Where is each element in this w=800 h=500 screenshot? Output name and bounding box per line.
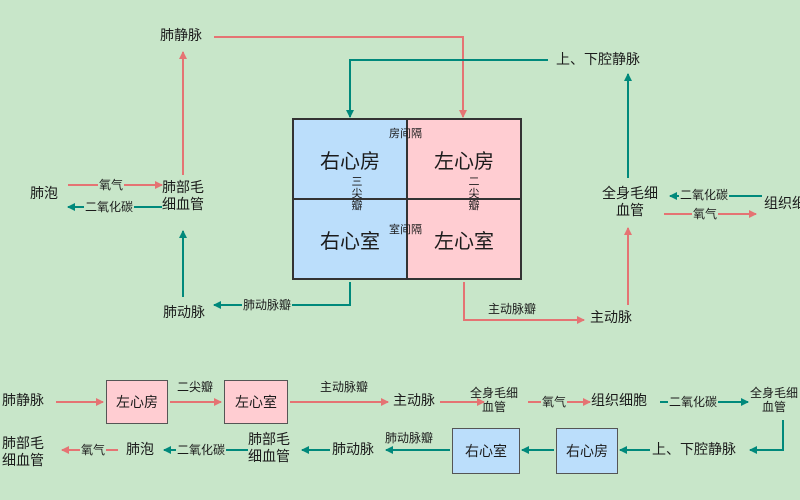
aorta-label: 主动脉 bbox=[590, 310, 632, 326]
flow1-sys-capillary: 全身毛细 血管 bbox=[470, 386, 519, 415]
flow1-sys-capillary-2: 全身毛细 血管 bbox=[750, 386, 799, 415]
flow1-left-atrium: 左心房 bbox=[106, 380, 168, 424]
flow1-oxygen: 氧气 bbox=[541, 395, 568, 410]
flow2-alveoli: 肺泡 bbox=[126, 442, 154, 458]
flow2-pulm-capillary: 肺部毛 细血管 bbox=[2, 436, 44, 469]
pulmonary-artery-label: 肺动脉 bbox=[163, 305, 205, 321]
pulmonary-vein-label: 肺静脉 bbox=[160, 28, 202, 44]
flow2-pulm-capillary-2: 肺部毛 细血管 bbox=[248, 432, 290, 465]
flow1-aortic-valve: 主动脉瓣 bbox=[320, 380, 369, 394]
systemic-capillary-label: 全身毛细 血管 bbox=[602, 186, 658, 219]
vena-cava-label: 上、下腔静脉 bbox=[556, 52, 640, 68]
pulmonary-capillary-label: 肺部毛 细血管 bbox=[162, 180, 204, 213]
arrow-vena-cava-to-ra bbox=[346, 59, 548, 118]
mitral-label: 二 尖 瓣 bbox=[468, 175, 480, 212]
left-atrium: 左心房 bbox=[406, 118, 522, 200]
pulmonary-valve-label: 肺动脉瓣 bbox=[242, 298, 293, 313]
flow2-right-atrium: 右心房 bbox=[556, 428, 618, 474]
flow2-vena-cava: 上、下腔静脉 bbox=[652, 442, 736, 458]
flow2-oxygen: 氧气 bbox=[80, 443, 107, 458]
tricuspid-label: 三 尖 瓣 bbox=[351, 175, 363, 212]
systemic-co2-label: 二氧化碳 bbox=[679, 188, 730, 203]
flow1-left-ventricle: 左心室 bbox=[224, 380, 288, 424]
flow2-pulm-valve: 肺动脉瓣 bbox=[385, 431, 434, 445]
flow1-pulm-vein: 肺静脉 bbox=[2, 393, 44, 409]
flow1-mitral: 二尖瓣 bbox=[177, 380, 214, 394]
ventricular-septum-label: 室间隔 bbox=[389, 223, 422, 236]
alveoli-label: 肺泡 bbox=[30, 186, 58, 202]
flow1-aorta: 主动脉 bbox=[393, 393, 435, 409]
flow1-co2: 二氧化碳 bbox=[668, 395, 719, 410]
arrow-pulm-vein-to-left-atrium bbox=[214, 36, 467, 118]
atrial-septum-label: 房间隔 bbox=[389, 127, 422, 140]
flow2-right-ventricle: 右心室 bbox=[452, 428, 520, 474]
flow2-co2: 二氧化碳 bbox=[176, 443, 227, 458]
co2-label: 二氧化碳 bbox=[84, 200, 135, 215]
tissue-label: 组织细 bbox=[764, 196, 800, 212]
left-ventricle: 左心室 bbox=[406, 198, 522, 280]
flow2-pulm-artery: 肺动脉 bbox=[332, 442, 374, 458]
oxygen-label: 氧气 bbox=[98, 178, 125, 193]
aortic-valve-label: 主动脉瓣 bbox=[488, 302, 537, 316]
systemic-oxygen-label: 氧气 bbox=[692, 207, 719, 222]
flow1-tissue-cells: 组织细胞 bbox=[591, 393, 647, 409]
